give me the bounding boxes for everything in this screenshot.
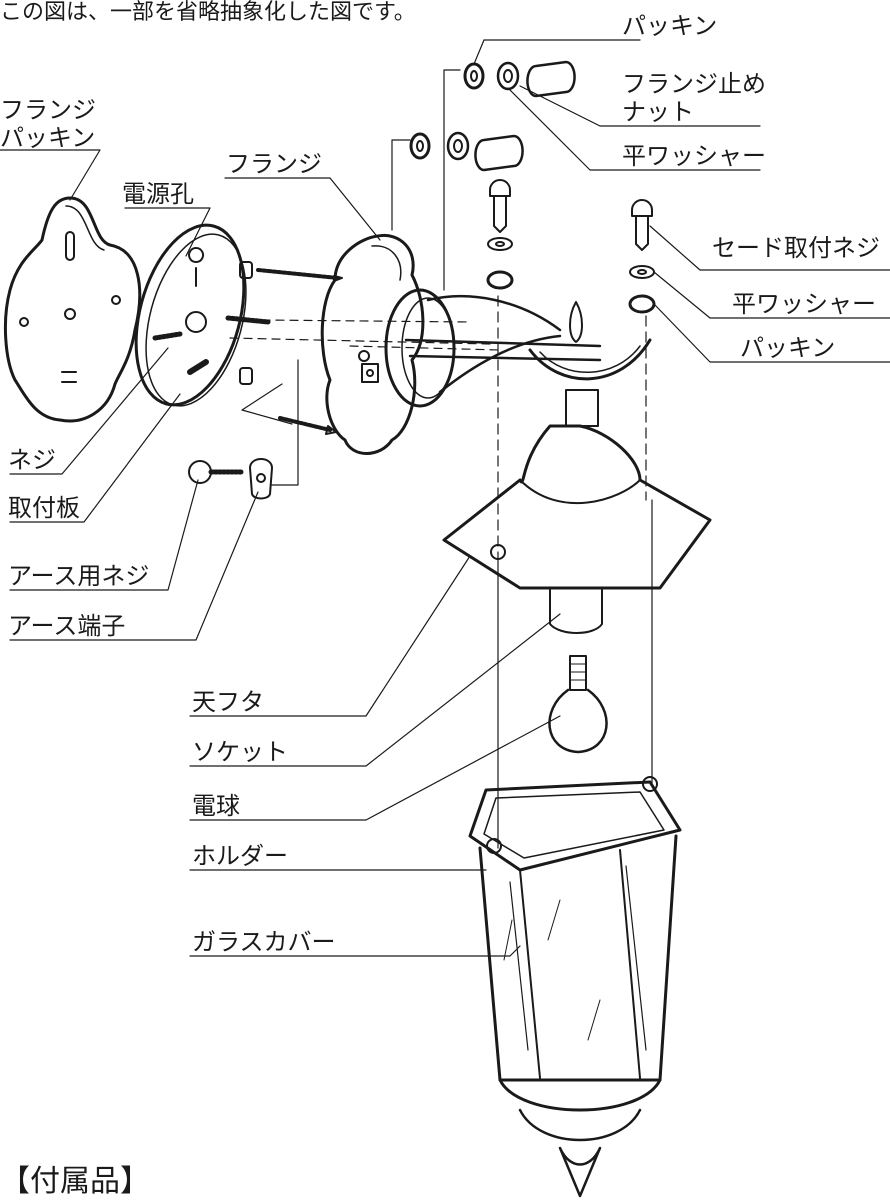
label-flat-washer-right: 平ワッシャー [732, 290, 876, 318]
label-packing-right: パッキン [740, 334, 836, 362]
label-bulb: 電球 [192, 792, 240, 820]
label-flange-packing-2: パッキン [0, 124, 96, 152]
label-earth-terminal: アース端子 [8, 612, 126, 640]
label-mounting-plate: 取付板 [8, 494, 80, 522]
label-glass-cover: ガラスカバー [192, 928, 336, 956]
label-power-hole: 電源孔 [122, 180, 194, 208]
label-flange-nut-2: ナット [622, 98, 694, 126]
label-packing-top: パッキン [622, 12, 718, 40]
label-top-cover: 天フタ [192, 688, 264, 716]
accessories-heading: 【付属品】 [0, 1164, 150, 1199]
label-flange-nut-1: フランジ止め [622, 70, 766, 98]
label-holder: ホルダー [192, 842, 288, 870]
top-cover-part [442, 301, 712, 634]
center-screw-parts [486, 179, 514, 561]
bulb-part [548, 655, 608, 754]
label-flat-washer-top: 平ワッシャー [622, 142, 766, 170]
label-screw: ネジ [8, 446, 56, 474]
label-socket: ソケット [192, 738, 288, 766]
glass-cover-part [468, 499, 682, 1198]
mounting-plate-part [134, 223, 247, 407]
leader-lines [0, 39, 890, 957]
label-flange-packing-1: フランジ [0, 96, 96, 124]
top-nut-parts [409, 60, 576, 172]
leader-verticals [391, 69, 461, 291]
label-flange: フランジ [226, 150, 322, 178]
label-earth-screw: アース用ネジ [8, 562, 150, 590]
flange-part [320, 233, 602, 455]
label-shade-screw: セード取付ネジ [712, 234, 880, 262]
guide-lines [229, 319, 501, 351]
earth-parts [188, 359, 299, 500]
diagram-note: この図は、一部を省略抽象化した図です。 [0, 0, 416, 25]
flange-packing-part [3, 196, 142, 423]
